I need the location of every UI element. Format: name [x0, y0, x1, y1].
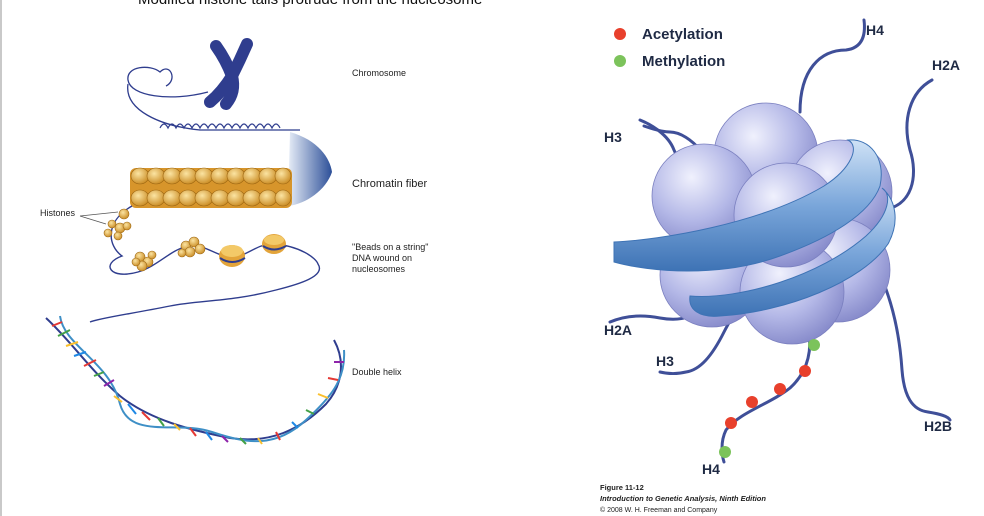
h4-top-tail: [798, 18, 866, 114]
double-helix: [45, 315, 346, 445]
chromosome-label: Chromosome: [352, 68, 406, 78]
nucleosome: [613, 102, 896, 345]
chromosome-level: [127, 38, 300, 131]
h4-bottom-label: H4: [702, 461, 720, 477]
h3-left-tail: [642, 124, 702, 152]
h2a-right-label: H2A: [932, 57, 960, 73]
h2a-right-tail: [878, 78, 934, 212]
acetylation-dot: [774, 383, 786, 395]
acetylation-legend-label: Acetylation: [642, 26, 723, 43]
figure-number: Figure 11-12: [600, 483, 644, 492]
beads-on-string: [79, 205, 321, 323]
histones-label: Histones: [40, 208, 76, 218]
acetylation-dot: [746, 396, 758, 408]
acetylation-dot: [799, 365, 811, 377]
modification-dots: [719, 339, 820, 458]
beads-label-line3: nucleosomes: [352, 264, 406, 274]
dna-ribbon: [613, 139, 882, 272]
h4-bottom-tail: [720, 328, 812, 464]
chromatin-fiber: [130, 132, 332, 208]
double-helix-label: Double helix: [352, 367, 402, 377]
book-title: Introduction to Genetic Analysis, Ninth …: [600, 494, 766, 503]
copyright: © 2008 W. H. Freeman and Company: [600, 506, 718, 514]
chromatin-fiber-label: Chromatin fiber: [352, 178, 428, 190]
h2a-left-label: H2A: [604, 322, 632, 338]
beads-label-line2: DNA wound on: [352, 253, 412, 263]
h4-top-label: H4: [866, 22, 884, 38]
methylation-dot: [719, 446, 731, 458]
slide-title: Modified histone tails protrude from the…: [138, 0, 482, 8]
h2b-label: H2B: [924, 418, 952, 434]
legend: [614, 28, 626, 67]
beads-label-line1: "Beads on a string": [352, 242, 428, 252]
h3-bottom-label: H3: [656, 353, 674, 369]
h3-left-label: H3: [604, 129, 622, 145]
methylation-dot: [808, 339, 820, 351]
methylation-legend-label: Methylation: [642, 53, 725, 70]
methylation-legend-dot: [614, 55, 626, 67]
left-edge-border: [0, 0, 2, 516]
acetylation-legend-dot: [614, 28, 626, 40]
dna-ribbon: [689, 187, 896, 317]
h2b-tail: [876, 268, 952, 422]
acetylation-dot: [725, 417, 737, 429]
